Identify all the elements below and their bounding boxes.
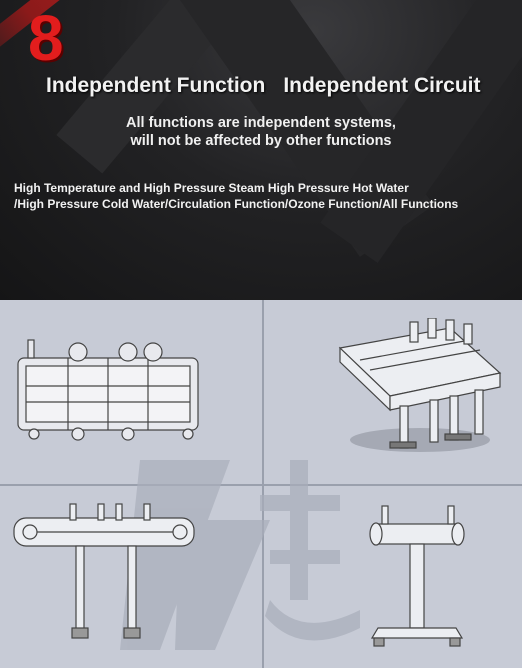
subtitle-line: will not be affected by other functions	[130, 133, 392, 149]
technical-drawings	[0, 300, 522, 668]
function-line: High Temperature and High Pressure Steam…	[14, 181, 409, 195]
feature-banner: 8 Independent Function Independent Circui…	[0, 0, 522, 300]
headline-right: Independent Circuit	[283, 74, 481, 97]
headline-left: Independent Function	[46, 74, 266, 97]
feature-headline: Independent Function Independent Circuit	[46, 74, 516, 98]
top-view-drawing	[17, 339, 199, 441]
function-line: /High Pressure Cold Water/Circulation Fu…	[14, 197, 459, 211]
feature-number: 8	[28, 2, 64, 74]
red-accent-stripe	[0, 0, 129, 70]
side-view-drawing	[369, 505, 465, 647]
front-view-drawing	[13, 503, 195, 639]
subtitle-line: All functions are independent systems,	[126, 115, 396, 131]
feature-subtitle: All functions are independent systems, w…	[0, 114, 522, 150]
grid-divider	[0, 484, 522, 486]
function-list: High Temperature and High Pressure Steam…	[14, 180, 519, 212]
isometric-view-drawing	[338, 318, 502, 452]
